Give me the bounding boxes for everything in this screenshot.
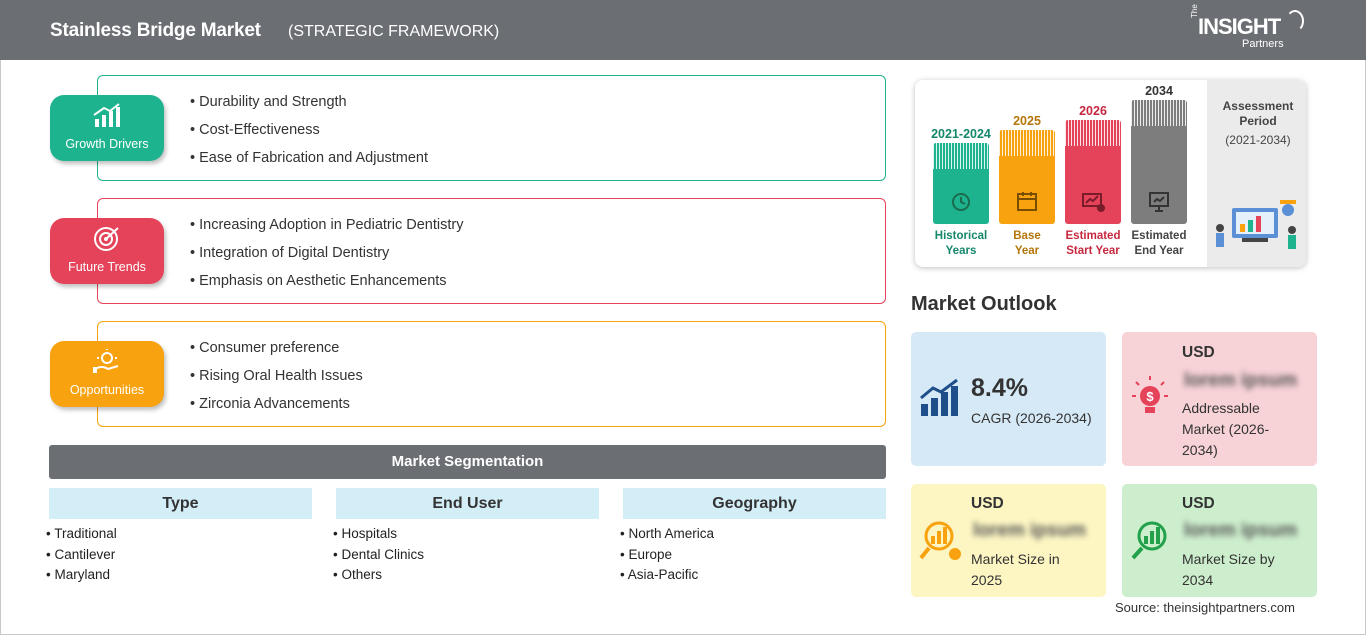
- segment-head-geography: Geography: [623, 488, 886, 519]
- opportunities-box: • Consumer preference • Rising Oral Heal…: [97, 321, 886, 427]
- future-trends-list: • Increasing Adoption in Pediatric Denti…: [190, 217, 463, 301]
- svg-text:$: $: [1146, 389, 1154, 404]
- header-bar: Stainless Bridge Market (STRATEGIC FRAME…: [0, 0, 1366, 60]
- market-size-2025-card: USD lorem ipsum Market Size in 2025: [911, 484, 1106, 597]
- list-item: • Rising Oral Health Issues: [190, 368, 363, 384]
- company-logo[interactable]: The INSIGHT Partners: [1190, 4, 1310, 54]
- addressable-value: lorem ipsum: [1184, 370, 1297, 391]
- size-2025-currency: USD: [971, 495, 1004, 512]
- history-icon: [948, 190, 974, 214]
- period-bar-stripes: [999, 130, 1055, 156]
- segment-head-end-user: End User: [336, 488, 599, 519]
- logo-insight: INSIGHT: [1198, 14, 1281, 39]
- list-item: • Emphasis on Aesthetic Enhancements: [190, 273, 447, 289]
- list-item: • Maryland: [46, 567, 111, 582]
- period-bar: [1131, 100, 1187, 224]
- calendar-icon: [1014, 190, 1040, 214]
- segment-head-type: Type: [49, 488, 312, 519]
- addressable-market-card: $ USD lorem ipsum Addressable Market (20…: [1122, 332, 1317, 466]
- page-subtitle: (STRATEGIC FRAMEWORK): [288, 23, 500, 40]
- period-bar-stripes: [1131, 100, 1187, 126]
- money-chart-icon: [1080, 190, 1106, 214]
- addressable-currency: USD: [1182, 344, 1215, 361]
- addressable-label: Addressable Market (2026- 2034): [1182, 400, 1270, 458]
- size-2034-currency: USD: [1182, 495, 1215, 512]
- list-item: • North America: [620, 526, 715, 541]
- segment-list-end-user: • Hospitals • Dental Clinics • Others: [333, 526, 424, 588]
- assessment-period-label: Assessment Period: [1222, 99, 1294, 128]
- assessment-period-years: (2021-2034): [1225, 133, 1291, 147]
- list-item: • Asia-Pacific: [620, 567, 699, 582]
- period-year: 2026: [1079, 104, 1107, 118]
- future-trends-label: Future Trends: [68, 260, 146, 274]
- source-note: Source: theinsightpartners.com: [1115, 600, 1295, 615]
- list-item: • Cost-Effectiveness: [190, 122, 320, 138]
- lightbulb-hand-icon: [93, 349, 119, 373]
- magnifier-chart-icon: [919, 521, 961, 560]
- list-item: • Others: [333, 567, 382, 582]
- list-item: • Cantilever: [46, 546, 116, 562]
- segmentation-title: Market Segmentation: [49, 445, 886, 479]
- period-bar-stripes: [1065, 120, 1121, 146]
- opportunities-badge: Opportunities: [50, 341, 164, 407]
- size-2025-value: lorem ipsum: [973, 520, 1086, 541]
- growth-drivers-label: Growth Drivers: [65, 137, 149, 151]
- period-year: 2034: [1145, 84, 1173, 98]
- period-bar-stripes: [933, 143, 989, 169]
- list-item: • Integration of Digital Dentistry: [190, 245, 390, 261]
- list-item: • Durability and Strength: [190, 94, 347, 110]
- period-bar: [933, 143, 989, 224]
- analytics-people-icon: [1216, 200, 1296, 249]
- list-item: • Zirconia Advancements: [190, 396, 350, 412]
- growth-drivers-list: • Durability and Strength • Cost-Effecti…: [190, 94, 428, 178]
- page-title: Stainless Bridge Market: [50, 20, 261, 41]
- cagr-label: CAGR (2026-2034): [971, 410, 1092, 426]
- period-year: 2025: [1013, 114, 1041, 128]
- list-item: • Traditional: [46, 526, 117, 541]
- target-icon: [94, 227, 119, 251]
- growth-drivers-badge: Growth Drivers: [50, 95, 164, 161]
- market-outlook-title: Market Outlook: [911, 293, 1057, 315]
- cagr-value: 8.4%: [971, 374, 1028, 402]
- list-item: • Consumer preference: [190, 340, 340, 356]
- dollar-bulb-icon: $: [1132, 376, 1168, 413]
- logo-partners: Partners: [1242, 38, 1284, 50]
- presentation-icon: [1146, 190, 1172, 214]
- size-2025-label: Market Size in 2025: [971, 551, 1060, 588]
- period-bar: [999, 130, 1055, 224]
- growth-chart-icon: [93, 103, 120, 127]
- list-item: • Europe: [620, 546, 673, 562]
- segment-list-geography: • North America • Europe • Asia-Pacific: [620, 526, 714, 588]
- list-item: • Dental Clinics: [333, 546, 425, 562]
- logo-arc-icon: [1286, 10, 1304, 32]
- growth-bars-icon: [920, 378, 958, 416]
- market-size-2034-card: USD lorem ipsum Market Size by 2034: [1122, 484, 1317, 597]
- period-year: 2021-2024: [931, 127, 991, 141]
- segment-list-type: • Traditional • Cantilever • Maryland: [46, 526, 117, 588]
- size-2034-label: Market Size by 2034: [1182, 551, 1275, 588]
- opportunities-list: • Consumer preference • Rising Oral Heal…: [190, 340, 363, 424]
- size-2034-value: lorem ipsum: [1184, 520, 1297, 541]
- future-trends-box: • Increasing Adoption in Pediatric Denti…: [97, 198, 886, 304]
- magnifier-growth-icon: [1131, 521, 1167, 560]
- list-item: • Ease of Fabrication and Adjustment: [190, 150, 429, 166]
- growth-drivers-box: • Durability and Strength • Cost-Effecti…: [97, 75, 886, 181]
- future-trends-badge: Future Trends: [50, 218, 164, 284]
- cagr-card: 8.4% CAGR (2026-2034): [911, 332, 1106, 466]
- list-item: • Hospitals: [333, 526, 398, 541]
- list-item: • Increasing Adoption in Pediatric Denti…: [190, 217, 464, 233]
- period-bar: [1065, 120, 1121, 224]
- opportunities-label: Opportunities: [69, 383, 145, 397]
